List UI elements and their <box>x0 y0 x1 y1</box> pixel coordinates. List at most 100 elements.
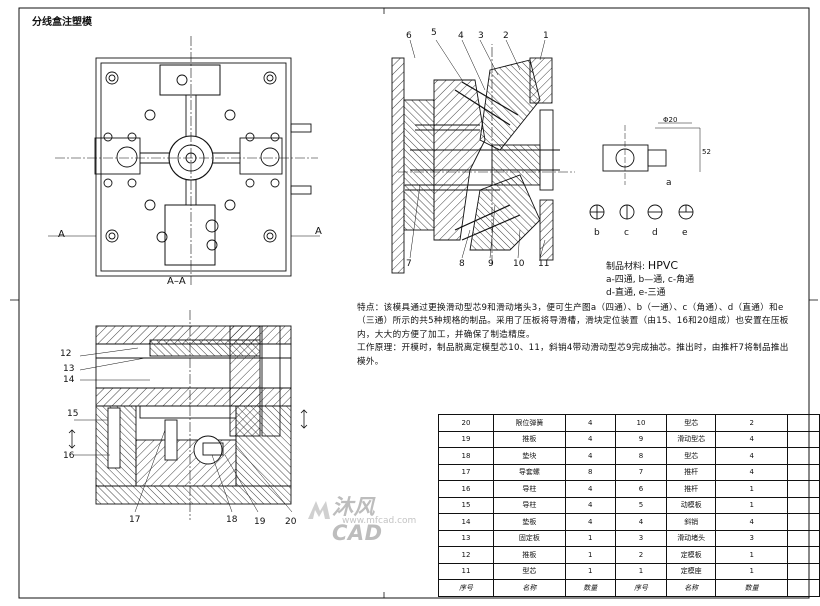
watermark-text: 沐风CAD <box>332 495 383 545</box>
bom-cell: 4 <box>715 513 789 531</box>
callout-11: 11 <box>538 259 550 269</box>
callout-18: 18 <box>226 515 238 525</box>
bom-cell <box>787 546 820 564</box>
bom-cell: 推杆 <box>666 463 717 481</box>
callout-2: 2 <box>503 31 509 41</box>
bom-cell: 推板 <box>492 430 566 448</box>
bom-cell: 10 <box>614 414 668 432</box>
bom-cell: 型芯 <box>666 414 717 432</box>
bom-cell: 7 <box>614 463 668 481</box>
bom-cell: 18 <box>438 447 494 465</box>
bom-cell: 导柱 <box>492 480 566 498</box>
bom-cell: 4 <box>564 447 616 465</box>
section-label-a-left: A <box>58 229 65 240</box>
bom-cell: 1 <box>715 496 789 514</box>
bom-cell: 15 <box>438 496 494 514</box>
callout-8: 8 <box>459 259 465 269</box>
bom-cell <box>787 562 820 580</box>
bom-cell: 11 <box>438 562 494 580</box>
callout-14: 14 <box>63 375 75 385</box>
callout-16: 16 <box>63 451 75 461</box>
callout-6: 6 <box>406 31 412 41</box>
bom-cell <box>787 496 820 514</box>
arrow-icons <box>68 409 308 449</box>
detail-label-a: a <box>666 178 672 188</box>
bom-cell <box>787 430 820 448</box>
bom-cell: 名称 <box>492 579 566 597</box>
callout-10: 10 <box>513 259 525 269</box>
bom-cell: 型芯 <box>666 447 717 465</box>
bom-cell: 13 <box>438 529 494 547</box>
callout-1: 1 <box>543 31 549 41</box>
bom-cell: 8 <box>614 447 668 465</box>
bom-cell: 导套螺 <box>492 463 566 481</box>
drawing-frame <box>10 7 818 599</box>
bom-cell: 1 <box>715 480 789 498</box>
technical-notes: 特点：该模具通过更换滑动型芯9和滑动堵头3，便可生产图a（四通）、b（一通）、c… <box>357 302 797 369</box>
bom-cell: 数量 <box>715 579 789 597</box>
bom-cell: 1 <box>564 546 616 564</box>
callout-4: 4 <box>458 31 464 41</box>
bom-cell: 4 <box>564 430 616 448</box>
bom-cell: 1 <box>715 546 789 564</box>
bom-cell: 3 <box>715 529 789 547</box>
bom-cell: 4 <box>564 496 616 514</box>
bom-cell: 4 <box>564 414 616 432</box>
bom-cell: 6 <box>614 480 668 498</box>
plan-view <box>48 36 320 285</box>
section-label-a-right: A <box>315 226 322 237</box>
bom-cell: 推板 <box>492 546 566 564</box>
detail-label-d: d <box>652 228 658 238</box>
bom-cell: 2 <box>715 414 789 432</box>
bom-cell: 4 <box>715 447 789 465</box>
watermark-logo-icon <box>308 501 330 519</box>
bom-cell: 数量 <box>564 579 616 597</box>
callout-5: 5 <box>431 28 437 38</box>
bom-cell: 4 <box>715 430 789 448</box>
bom-cell <box>787 579 820 597</box>
bom-cell: 3 <box>614 529 668 547</box>
bom-cell: 滑动堵头 <box>666 529 717 547</box>
callout-17: 17 <box>129 515 141 525</box>
detail-label-b: b <box>594 228 600 238</box>
bom-cell: 2 <box>614 546 668 564</box>
bom-cell: 1 <box>715 562 789 580</box>
callout-9: 9 <box>488 259 494 269</box>
bom-cell: 20 <box>438 414 494 432</box>
bom-cell: 12 <box>438 546 494 564</box>
bom-cell <box>787 447 820 465</box>
bom-cell: 4 <box>564 480 616 498</box>
bom-cell: 4 <box>614 513 668 531</box>
bom-cell: 序号 <box>614 579 668 597</box>
bom-cell <box>787 414 820 432</box>
bom-cell: 17 <box>438 463 494 481</box>
bom-cell: 序号 <box>438 579 494 597</box>
bom-cell: 限位弹簧 <box>492 414 566 432</box>
dim-height: 52 <box>702 148 711 156</box>
dim-diameter: Φ20 <box>663 116 678 124</box>
aa-section-view <box>74 310 293 520</box>
bom-cell: 定模座 <box>666 562 717 580</box>
notes-principle: 工作原理：开模时，制品脱离定模型芯10、11，斜销4带动滑动型芯9完成抽芯。推出… <box>357 343 789 367</box>
bom-cell: 4 <box>564 513 616 531</box>
bom-cell <box>787 463 820 481</box>
material-label: 制品材料: <box>606 262 646 272</box>
callout-20: 20 <box>285 517 297 527</box>
material-value: HPVC <box>647 259 679 272</box>
material-info: 制品材料: HPVC a-四通, b—通, c-角通 d-直通, e-三通 <box>606 259 694 300</box>
callout-3: 3 <box>478 31 484 41</box>
bom-cell: 型芯 <box>492 562 566 580</box>
bom-cell: 推杆 <box>666 480 717 498</box>
detail-label-e: e <box>682 228 688 238</box>
bom-cell: 垫块 <box>492 447 566 465</box>
